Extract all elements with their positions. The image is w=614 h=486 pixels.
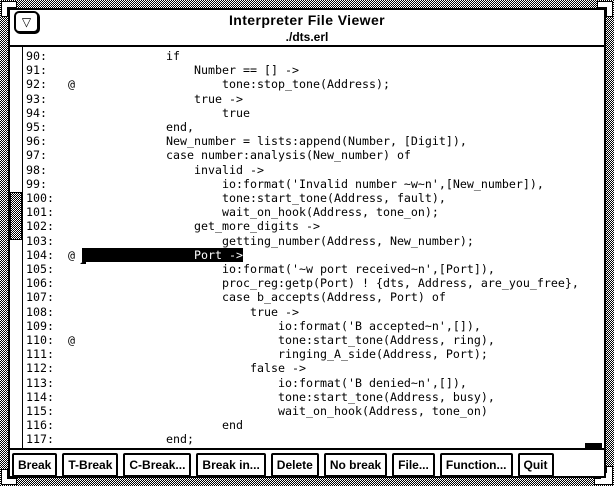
resize-corner-top-right[interactable] xyxy=(597,1,613,17)
scrollbar-divider xyxy=(22,47,23,448)
resize-corner-bottom-left[interactable] xyxy=(1,469,17,485)
window-title: Interpreter File Viewer xyxy=(228,12,385,28)
current-line-highlight: Port -> xyxy=(82,247,243,262)
window-content: ▽ Interpreter File Viewer ./dts.erl 90: … xyxy=(8,8,606,478)
delete-button[interactable]: Delete xyxy=(270,453,319,477)
triangle-down-icon: ▽ xyxy=(21,15,32,29)
scroll-position-marker xyxy=(585,443,602,448)
break-button[interactable]: Break xyxy=(12,453,58,477)
window-menu-button[interactable]: ▽ xyxy=(14,11,39,33)
c-break-button[interactable]: C-Break... xyxy=(123,453,192,477)
code-view[interactable]: 90: if 91: Number == [] -> 92: @ tone:st… xyxy=(26,49,579,447)
no-break-button[interactable]: No break xyxy=(323,453,388,477)
file-name: ./dts.erl xyxy=(285,30,329,44)
vertical-scrollbar[interactable] xyxy=(10,47,22,448)
quit-button[interactable]: Quit xyxy=(517,453,554,477)
break-in-button[interactable]: Break in... xyxy=(196,453,266,477)
resize-corner-top-left[interactable] xyxy=(1,1,17,17)
toolbar-separator xyxy=(10,448,604,450)
function-button[interactable]: Function... xyxy=(439,453,513,477)
t-break-button[interactable]: T-Break xyxy=(62,453,119,477)
scrollbar-thumb[interactable] xyxy=(10,192,22,240)
title-separator xyxy=(10,45,604,47)
selection-caret-mark xyxy=(80,259,86,264)
file-button[interactable]: File... xyxy=(392,453,435,477)
